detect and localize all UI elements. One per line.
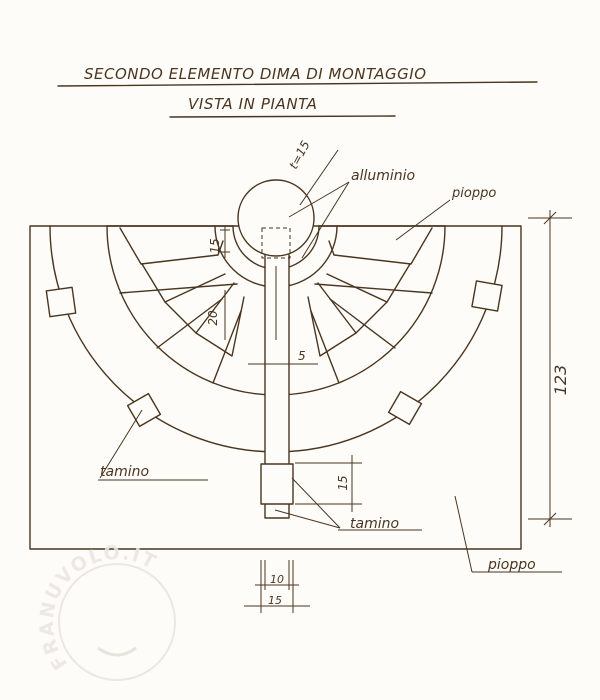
dim-label-123: 123 xyxy=(551,365,570,396)
dimension-20: 20 xyxy=(206,290,226,340)
right-spokes xyxy=(307,227,433,384)
label-tamino-bottom: tamino xyxy=(350,516,399,532)
label-thickness: t=15 xyxy=(286,138,312,171)
annotation-tamino-left: tamino xyxy=(98,409,208,481)
dim-label-5: 5 xyxy=(298,349,306,363)
annotation-pioppo-top: pioppo xyxy=(395,186,496,241)
spoke xyxy=(328,227,433,265)
dim-tick xyxy=(543,512,557,526)
dimension-bottom: 10 15 xyxy=(244,560,310,613)
drawing-subtitle: VISTA IN PIANTA xyxy=(188,95,317,113)
spoke xyxy=(212,310,242,384)
tamino-block-left-upper xyxy=(45,286,77,318)
title-underline xyxy=(57,81,538,87)
spoke xyxy=(326,263,411,303)
tamino-block-right-lower xyxy=(387,390,423,426)
watermark-smile xyxy=(97,646,137,657)
spoke xyxy=(317,282,388,334)
spoke xyxy=(164,282,235,334)
leader-line xyxy=(99,409,143,479)
spoke xyxy=(156,298,223,349)
hidden-outline-dashed xyxy=(261,227,291,259)
annotation-tamino-bottom: tamino xyxy=(274,477,422,532)
spoke xyxy=(314,283,433,294)
leader-line xyxy=(291,477,341,529)
dim-label-10: 10 xyxy=(270,573,284,586)
annotation-pioppo-bottom: pioppo xyxy=(454,495,562,573)
subtitle-underline xyxy=(169,115,396,118)
leader-line xyxy=(274,509,341,529)
dimension-5: 5 xyxy=(248,349,318,365)
spoke xyxy=(119,227,224,265)
watermark-text: FRANUVOLO.IT xyxy=(36,542,161,674)
left-spokes xyxy=(119,227,245,384)
dim-label-15-right: 15 xyxy=(336,475,350,490)
watermark-ring xyxy=(58,563,176,681)
leader-line xyxy=(288,181,350,218)
dim-label-20: 20 xyxy=(206,310,220,326)
spoke xyxy=(329,298,396,349)
dim-tick xyxy=(543,211,557,225)
watermark-logo: FRANUVOLO.IT xyxy=(36,542,176,681)
label-pioppo-top: pioppo xyxy=(451,186,496,201)
dimension-123: 123 xyxy=(528,210,572,527)
label-alluminio: alluminio xyxy=(351,168,415,184)
spoke xyxy=(195,296,245,357)
label-pioppo-bottom: pioppo xyxy=(487,557,536,573)
tamino-block-left-lower xyxy=(126,392,162,428)
leader-line xyxy=(395,199,451,241)
dim-label-15-bottom: 15 xyxy=(268,594,282,607)
spoke xyxy=(119,283,238,294)
spoke xyxy=(307,296,357,357)
dim-label-15-top: 15 xyxy=(208,238,222,253)
dimension-15-right: 15 xyxy=(295,455,362,512)
spoke xyxy=(310,310,340,384)
dimension-15-top: 15 xyxy=(208,226,230,258)
tamino-block-center xyxy=(260,463,294,505)
aluminium-disc xyxy=(237,179,315,257)
tamino-block-right-upper xyxy=(471,280,503,312)
spoke xyxy=(141,263,226,303)
label-tamino-left: tamino xyxy=(100,464,149,480)
annotation-alluminio: alluminio xyxy=(288,168,415,259)
leader-line xyxy=(301,181,350,259)
leader-line xyxy=(454,495,473,573)
leader-line xyxy=(299,149,339,206)
drawing-title: SECONDO ELEMENTO DIMA DI MONTAGGIO xyxy=(84,65,427,83)
